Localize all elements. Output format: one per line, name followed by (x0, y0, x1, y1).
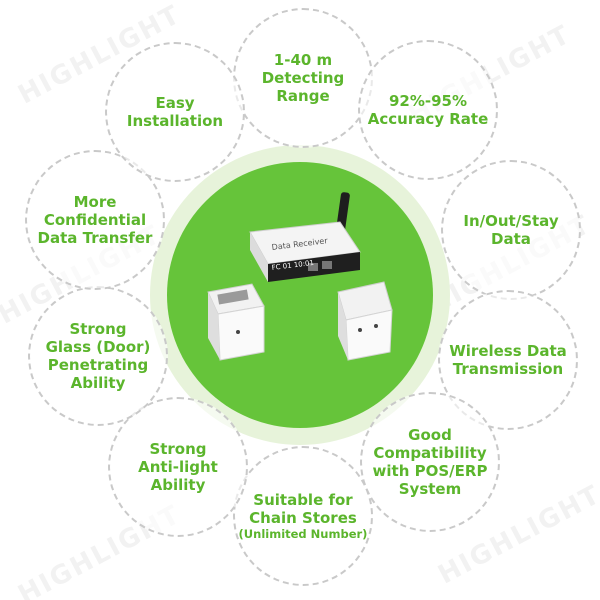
product-image: Data Receiver FC 01 10:01 (207, 192, 393, 361)
data-receiver-device: Data Receiver FC 01 10:01 (249, 221, 361, 282)
sensor-left (207, 283, 265, 361)
feature-accuracy-rate: 92%-95%Accuracy Rate (358, 40, 498, 180)
sensor-right (337, 281, 393, 361)
